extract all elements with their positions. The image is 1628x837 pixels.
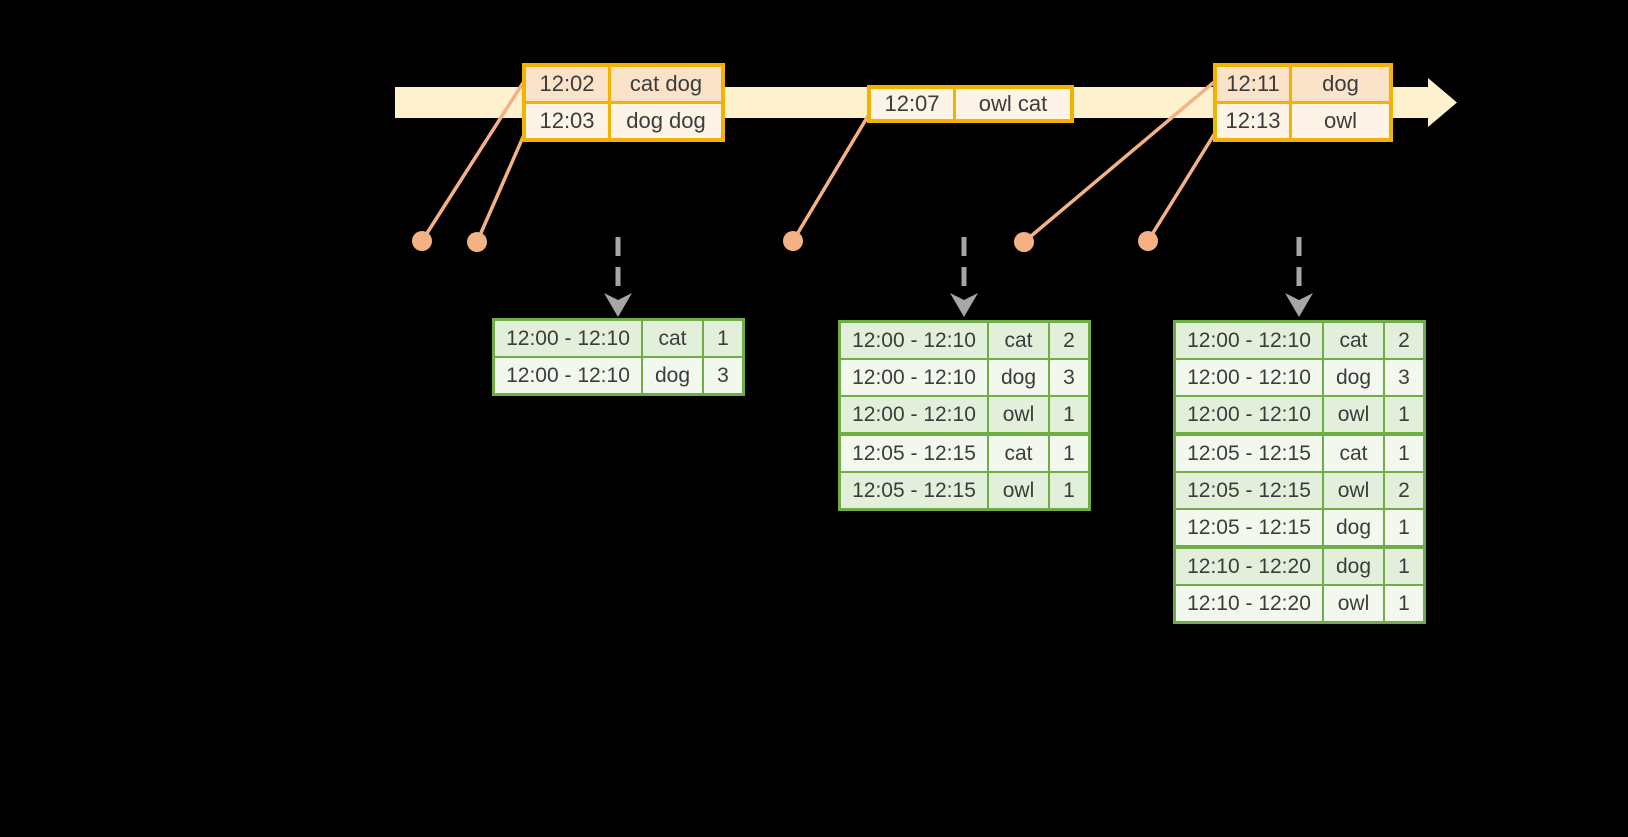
window-cell: 12:00 - 12:10 — [495, 321, 641, 356]
event-connector-line — [1022, 70, 1228, 244]
arrow-down-icon — [604, 293, 632, 317]
event-dot — [412, 231, 432, 251]
count-cell: 3 — [1050, 360, 1088, 395]
event-connector-line — [420, 71, 532, 242]
window-cell: 12:00 - 12:10 — [841, 360, 987, 395]
event-time-cell: 12:13 — [1217, 104, 1289, 138]
window-cell: 12:00 - 12:10 — [841, 397, 987, 432]
window-cell: 12:10 - 12:20 — [1176, 549, 1322, 584]
trigger-arrow — [1285, 237, 1313, 317]
word-cell: cat — [1324, 436, 1383, 471]
window-cell: 12:10 - 12:20 — [1176, 586, 1322, 621]
event-dot — [1014, 232, 1034, 252]
arrow-down-icon — [950, 293, 978, 317]
event-dot — [783, 231, 803, 251]
word-cell: owl — [1324, 586, 1383, 621]
window-cell: 12:05 - 12:15 — [1176, 473, 1322, 508]
window-cell: 12:00 - 12:10 — [1176, 360, 1322, 395]
window-cell: 12:05 - 12:15 — [841, 473, 987, 508]
event-time-cell: 12:07 — [871, 89, 953, 119]
count-cell: 1 — [1050, 473, 1088, 508]
word-cell: owl — [989, 397, 1048, 432]
word-cell: dog — [643, 358, 702, 393]
count-cell: 2 — [1050, 323, 1088, 358]
count-cell: 2 — [1385, 473, 1423, 508]
trigger-arrows — [604, 237, 1313, 317]
count-cell: 2 — [1385, 323, 1423, 358]
event-words-cell: dog dog — [611, 104, 721, 138]
word-cell: dog — [989, 360, 1048, 395]
window-cell: 12:00 - 12:10 — [1176, 397, 1322, 432]
word-cell: cat — [989, 323, 1048, 358]
window-cell: 12:05 - 12:15 — [841, 436, 987, 471]
count-cell: 3 — [704, 358, 742, 393]
window-cell: 12:00 - 12:10 — [495, 358, 641, 393]
word-cell: dog — [1324, 510, 1383, 545]
word-cell: cat — [989, 436, 1048, 471]
event-words-cell: dog — [1292, 67, 1389, 101]
event-time-cell: 12:02 — [526, 67, 608, 101]
event-connector-line — [791, 95, 882, 242]
window-cell: 12:00 - 12:10 — [841, 323, 987, 358]
count-cell: 1 — [1385, 510, 1423, 545]
trigger-arrow — [604, 237, 632, 317]
count-cell: 1 — [1050, 436, 1088, 471]
event-dot — [467, 232, 487, 252]
window-cell: 12:05 - 12:15 — [1176, 436, 1322, 471]
count-cell: 1 — [1050, 397, 1088, 432]
word-cell: dog — [1324, 549, 1383, 584]
count-cell: 1 — [1385, 549, 1423, 584]
window-cell: 12:05 - 12:15 — [1176, 510, 1322, 545]
word-cell: cat — [643, 321, 702, 356]
timeline-arrowhead-icon — [1428, 78, 1457, 127]
window-cell: 12:00 - 12:10 — [1176, 323, 1322, 358]
word-cell: dog — [1324, 360, 1383, 395]
event-words-cell: cat dog — [611, 67, 721, 101]
word-cell: owl — [1324, 473, 1383, 508]
word-cell: owl — [989, 473, 1048, 508]
event-words-cell: owl cat — [956, 89, 1070, 119]
word-cell: owl — [1324, 397, 1383, 432]
count-cell: 3 — [1385, 360, 1423, 395]
trigger-arrow — [950, 237, 978, 317]
arrow-down-icon — [1285, 293, 1313, 317]
count-cell: 1 — [1385, 397, 1423, 432]
event-dots — [412, 231, 1158, 252]
event-words-cell: owl — [1292, 104, 1389, 138]
word-cell: cat — [1324, 323, 1383, 358]
event-dot — [1138, 231, 1158, 251]
count-cell: 1 — [1385, 436, 1423, 471]
event-time-cell: 12:11 — [1217, 67, 1289, 101]
count-cell: 1 — [1385, 586, 1423, 621]
count-cell: 1 — [704, 321, 742, 356]
event-time-cell: 12:03 — [526, 104, 608, 138]
